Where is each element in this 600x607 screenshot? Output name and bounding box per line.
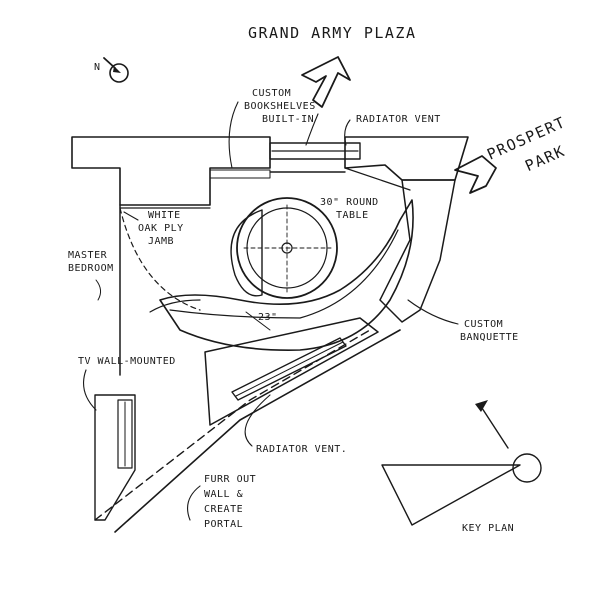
key-plan: KEY PLAN [381, 400, 542, 534]
white-oak-label-line1: WHITE [148, 210, 181, 221]
round-table-label-line2: TABLE [336, 210, 369, 221]
round-table [230, 197, 338, 299]
radiator-vent-top-text: RADIATOR VENT [356, 114, 441, 125]
bookshelves-built-in [209, 142, 411, 191]
prospect-park-label: PROSPERT PARK [484, 113, 568, 175]
banquette-label-line1: CUSTOM [464, 319, 503, 330]
round-table-label-line1: 30" ROUND [320, 197, 379, 208]
furr-out-line2: WALL & [204, 489, 243, 500]
custom-banquette [149, 199, 414, 351]
right-wall [379, 179, 456, 323]
grand-army-plaza-arrow-icon [301, 56, 351, 108]
furr-out-line4: PORTAL [204, 519, 243, 530]
white-oak-label: WHITE OAK PLY JAMB [123, 210, 184, 247]
furr-out-line1: FURR OUT [204, 474, 256, 485]
prospect-park-arrow-icon [454, 155, 497, 194]
tv-wall-block [94, 394, 136, 521]
bookshelves-label: CUSTOM BOOKSHELVES BUILT-IN [228, 88, 319, 169]
master-bedroom-line1: MASTER [68, 250, 108, 261]
master-bedroom-label: MASTER BEDROOM [68, 250, 114, 301]
radiator-vent-top-label: RADIATOR VENT [344, 114, 441, 146]
north-arrow-icon: N [94, 57, 129, 83]
radiator-vent-bottom-text: RADIATOR VENT. [256, 444, 347, 455]
white-oak-label-line3: JAMB [148, 236, 174, 247]
radiator-wall [204, 317, 379, 426]
radiator-vent-bottom-label: RADIATOR VENT. [244, 394, 347, 455]
round-table-label: 30" ROUND TABLE [320, 197, 379, 221]
banquette-label-line2: BANQUETTE [460, 332, 519, 343]
north-label: N [94, 62, 101, 73]
furr-out-line3: CREATE [204, 504, 243, 515]
white-oak-label-line2: OAK PLY [138, 223, 184, 234]
master-bedroom-line2: BEDROOM [68, 263, 114, 274]
bookshelves-label-line1: CUSTOM [252, 88, 291, 99]
bookshelves-label-line2: BOOKSHELVES [244, 101, 316, 112]
left-wall-door [119, 204, 211, 376]
bookshelves-label-line3: BUILT-IN [262, 114, 314, 125]
tv-wall-text: TV WALL-MOUNTED [78, 356, 176, 367]
tv-wall-label: TV WALL-MOUNTED [78, 356, 176, 411]
banquette-label: CUSTOM BANQUETTE [407, 299, 519, 343]
grand-army-plaza-label: GRAND ARMY PLAZA [248, 24, 417, 42]
key-plan-label: KEY PLAN [462, 523, 514, 534]
dimension-23-label: 23" [258, 312, 278, 323]
key-plan-arrow-icon [475, 400, 488, 412]
furr-out-label: FURR OUT WALL & CREATE PORTAL [187, 474, 256, 530]
dimension-23: 23" [245, 311, 278, 331]
